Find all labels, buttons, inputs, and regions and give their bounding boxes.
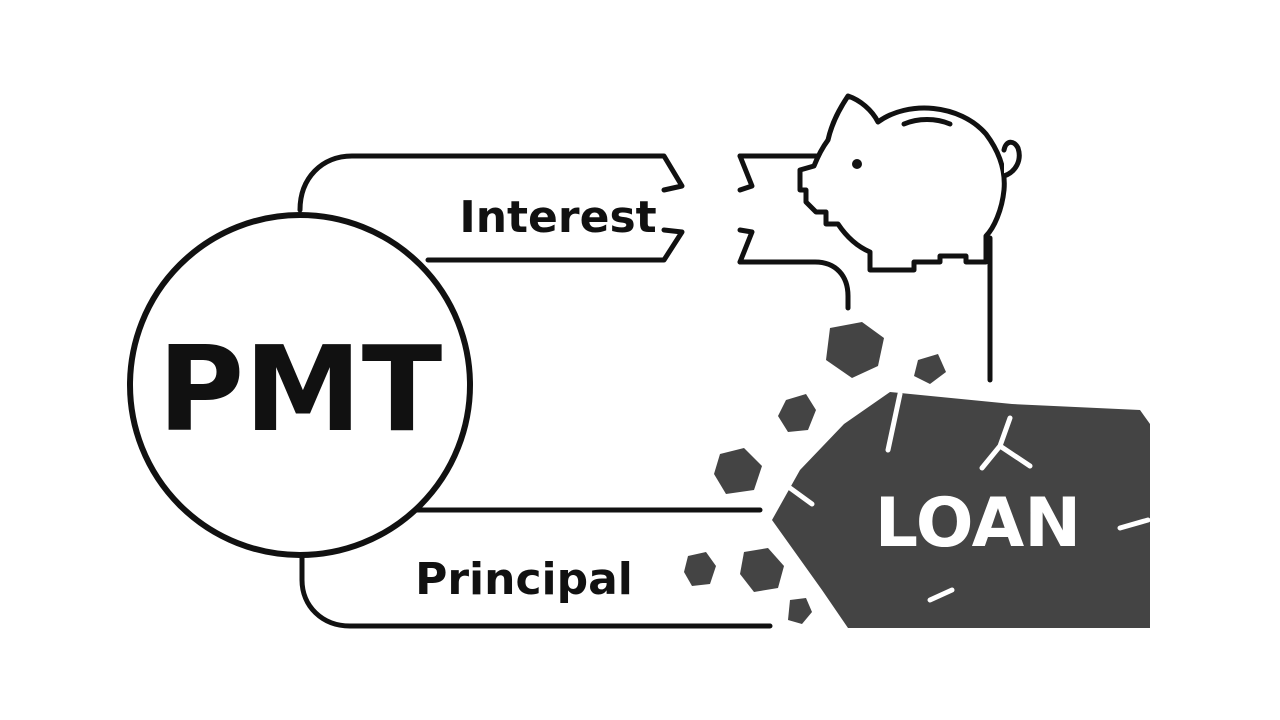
principal-label: Principal bbox=[415, 554, 633, 605]
rock-fragments bbox=[684, 322, 946, 624]
loan-label: LOAN bbox=[875, 484, 1081, 563]
pmt-label: PMT bbox=[158, 320, 442, 458]
piggy-bank-icon bbox=[797, 93, 1022, 273]
interest-pipe bbox=[297, 153, 851, 311]
broken-rock-icon bbox=[772, 391, 1151, 628]
pmt-circle bbox=[127, 212, 473, 558]
principal-pipe bbox=[299, 507, 773, 629]
interest-label: Interest bbox=[459, 192, 656, 243]
